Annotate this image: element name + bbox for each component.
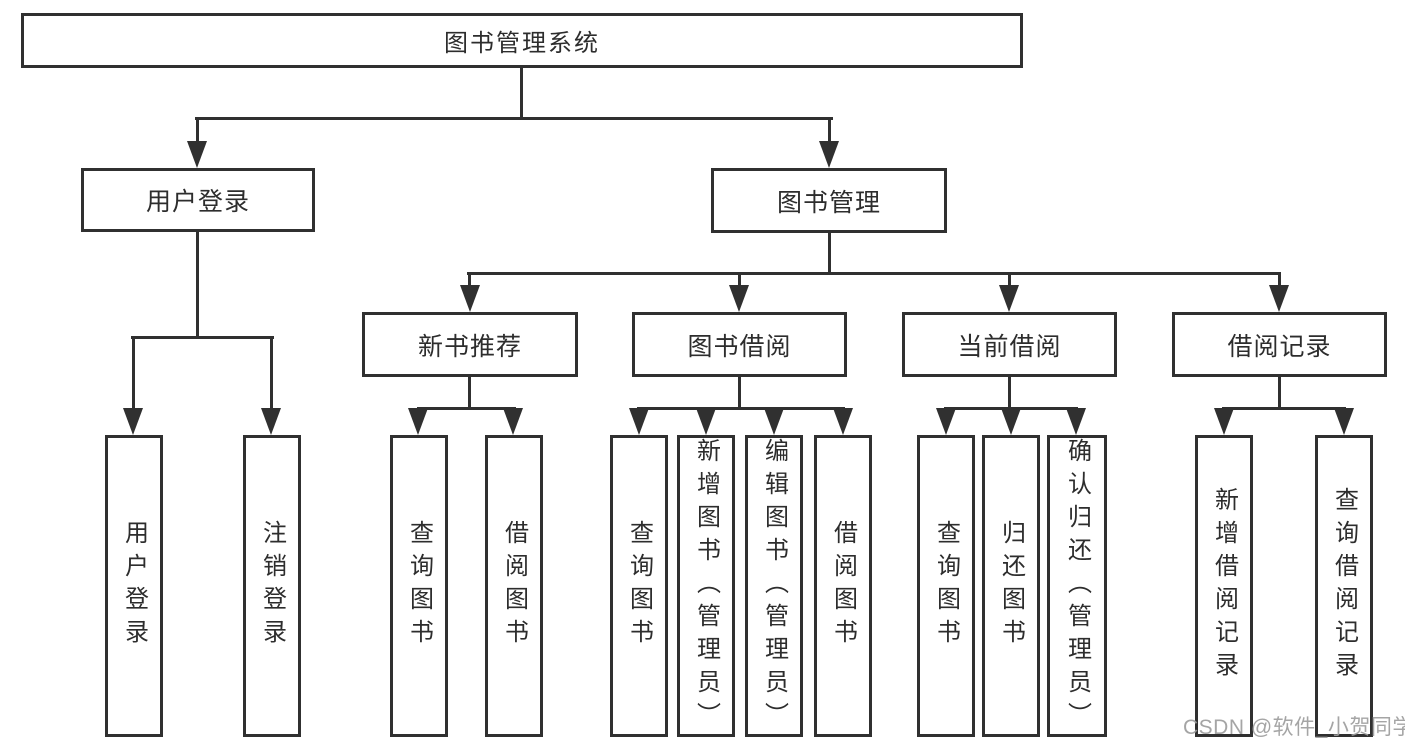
leaf-nb-query-books: 查询图书 <box>390 435 448 737</box>
connector-line <box>637 407 845 410</box>
arrow-down-icon <box>1334 408 1354 435</box>
arrow-down-icon <box>261 408 281 435</box>
arrow-down-icon <box>764 408 784 435</box>
node-new-book-recommendation: 新书推荐 <box>362 312 578 377</box>
node-current-borrowing: 当前借阅 <box>902 312 1117 377</box>
arrow-down-icon <box>999 285 1019 312</box>
connector-line <box>1008 272 1011 288</box>
connector-line <box>828 117 831 144</box>
leaf-label: 用户登录 <box>120 520 148 652</box>
leaf-label: 注销登录 <box>258 520 286 652</box>
node-label: 图书管理 <box>776 188 881 217</box>
connector-line <box>196 117 199 144</box>
leaf-label: 查询借阅记录 <box>1330 487 1358 685</box>
leaf-br-add-borrow-record: 新增借阅记录 <box>1195 435 1253 737</box>
leaf-cb-return-books: 归还图书 <box>982 435 1040 737</box>
leaf-logout-login: 注销登录 <box>243 435 301 737</box>
node-book-management: 图书管理 <box>711 168 947 233</box>
leaf-label: 新增借阅记录 <box>1210 487 1238 685</box>
watermark: CSDN @软件_小贺同学 <box>1183 716 1405 739</box>
arrow-down-icon <box>460 285 480 312</box>
connector-line <box>468 272 471 288</box>
connector-line <box>417 407 516 410</box>
leaf-bb-borrow-books: 借阅图书 <box>814 435 872 737</box>
node-user-login: 用户登录 <box>81 168 315 232</box>
node-label: 借阅记录 <box>1227 332 1332 361</box>
arrow-down-icon <box>1214 408 1234 435</box>
arrow-down-icon <box>833 408 853 435</box>
connector-line <box>131 336 274 339</box>
leaf-label: 查询图书 <box>625 520 653 652</box>
leaf-br-query-borrow-record: 查询借阅记录 <box>1315 435 1373 737</box>
arrow-down-icon <box>503 408 523 435</box>
connector-line <box>467 272 1281 275</box>
connector-line <box>520 68 523 120</box>
leaf-nb-borrow-books: 借阅图书 <box>485 435 543 737</box>
node-label: 当前借阅 <box>957 332 1062 361</box>
leaf-bb-query-books: 查询图书 <box>610 435 668 737</box>
leaf-label: 新增图书（管理员） <box>692 437 720 735</box>
arrow-down-icon <box>629 408 649 435</box>
node-book-borrowing: 图书借阅 <box>632 312 847 377</box>
arrow-down-icon <box>1269 285 1289 312</box>
connector-line <box>738 272 741 288</box>
arrow-down-icon <box>123 408 143 435</box>
arrow-down-icon <box>408 408 428 435</box>
leaf-label: 借阅图书 <box>500 520 528 652</box>
arrow-down-icon <box>696 408 716 435</box>
connector-line <box>738 377 741 410</box>
leaf-label: 编辑图书（管理员） <box>760 437 788 735</box>
connector-line <box>1278 377 1281 410</box>
connector-line <box>1008 377 1011 410</box>
leaf-user-login: 用户登录 <box>105 435 163 737</box>
node-label: 用户登录 <box>145 188 250 216</box>
connector-line <box>270 336 273 410</box>
leaf-bb-edit-books-admin: 编辑图书（管理员） <box>745 435 803 737</box>
connector-line <box>828 233 831 275</box>
connector-line <box>468 377 471 410</box>
connector-line <box>1278 272 1281 288</box>
arrow-down-icon <box>936 408 956 435</box>
leaf-label: 确认归还（管理员） <box>1063 437 1091 735</box>
node-library-management-system: 图书管理系统 <box>21 13 1023 68</box>
leaf-label: 借阅图书 <box>829 520 857 652</box>
node-label: 图书管理系统 <box>444 30 600 57</box>
connector-line <box>1222 407 1346 410</box>
connector-line <box>132 336 135 410</box>
node-label: 新书推荐 <box>417 332 522 361</box>
node-label: 图书借阅 <box>687 332 792 361</box>
arrow-down-icon <box>819 141 839 168</box>
leaf-bb-add-books-admin: 新增图书（管理员） <box>677 435 735 737</box>
leaf-label: 查询图书 <box>405 520 433 652</box>
leaf-label: 归还图书 <box>997 520 1025 652</box>
leaf-cb-query-books: 查询图书 <box>917 435 975 737</box>
arrow-down-icon <box>1001 408 1021 435</box>
connector-line <box>196 232 199 339</box>
arrow-down-icon <box>729 285 749 312</box>
arrow-down-icon <box>1066 408 1086 435</box>
leaf-label: 查询图书 <box>932 520 960 652</box>
connector-line <box>195 117 833 120</box>
leaf-cb-confirm-return-admin: 确认归还（管理员） <box>1047 435 1107 737</box>
node-borrowing-records: 借阅记录 <box>1172 312 1387 377</box>
arrow-down-icon <box>187 141 207 168</box>
